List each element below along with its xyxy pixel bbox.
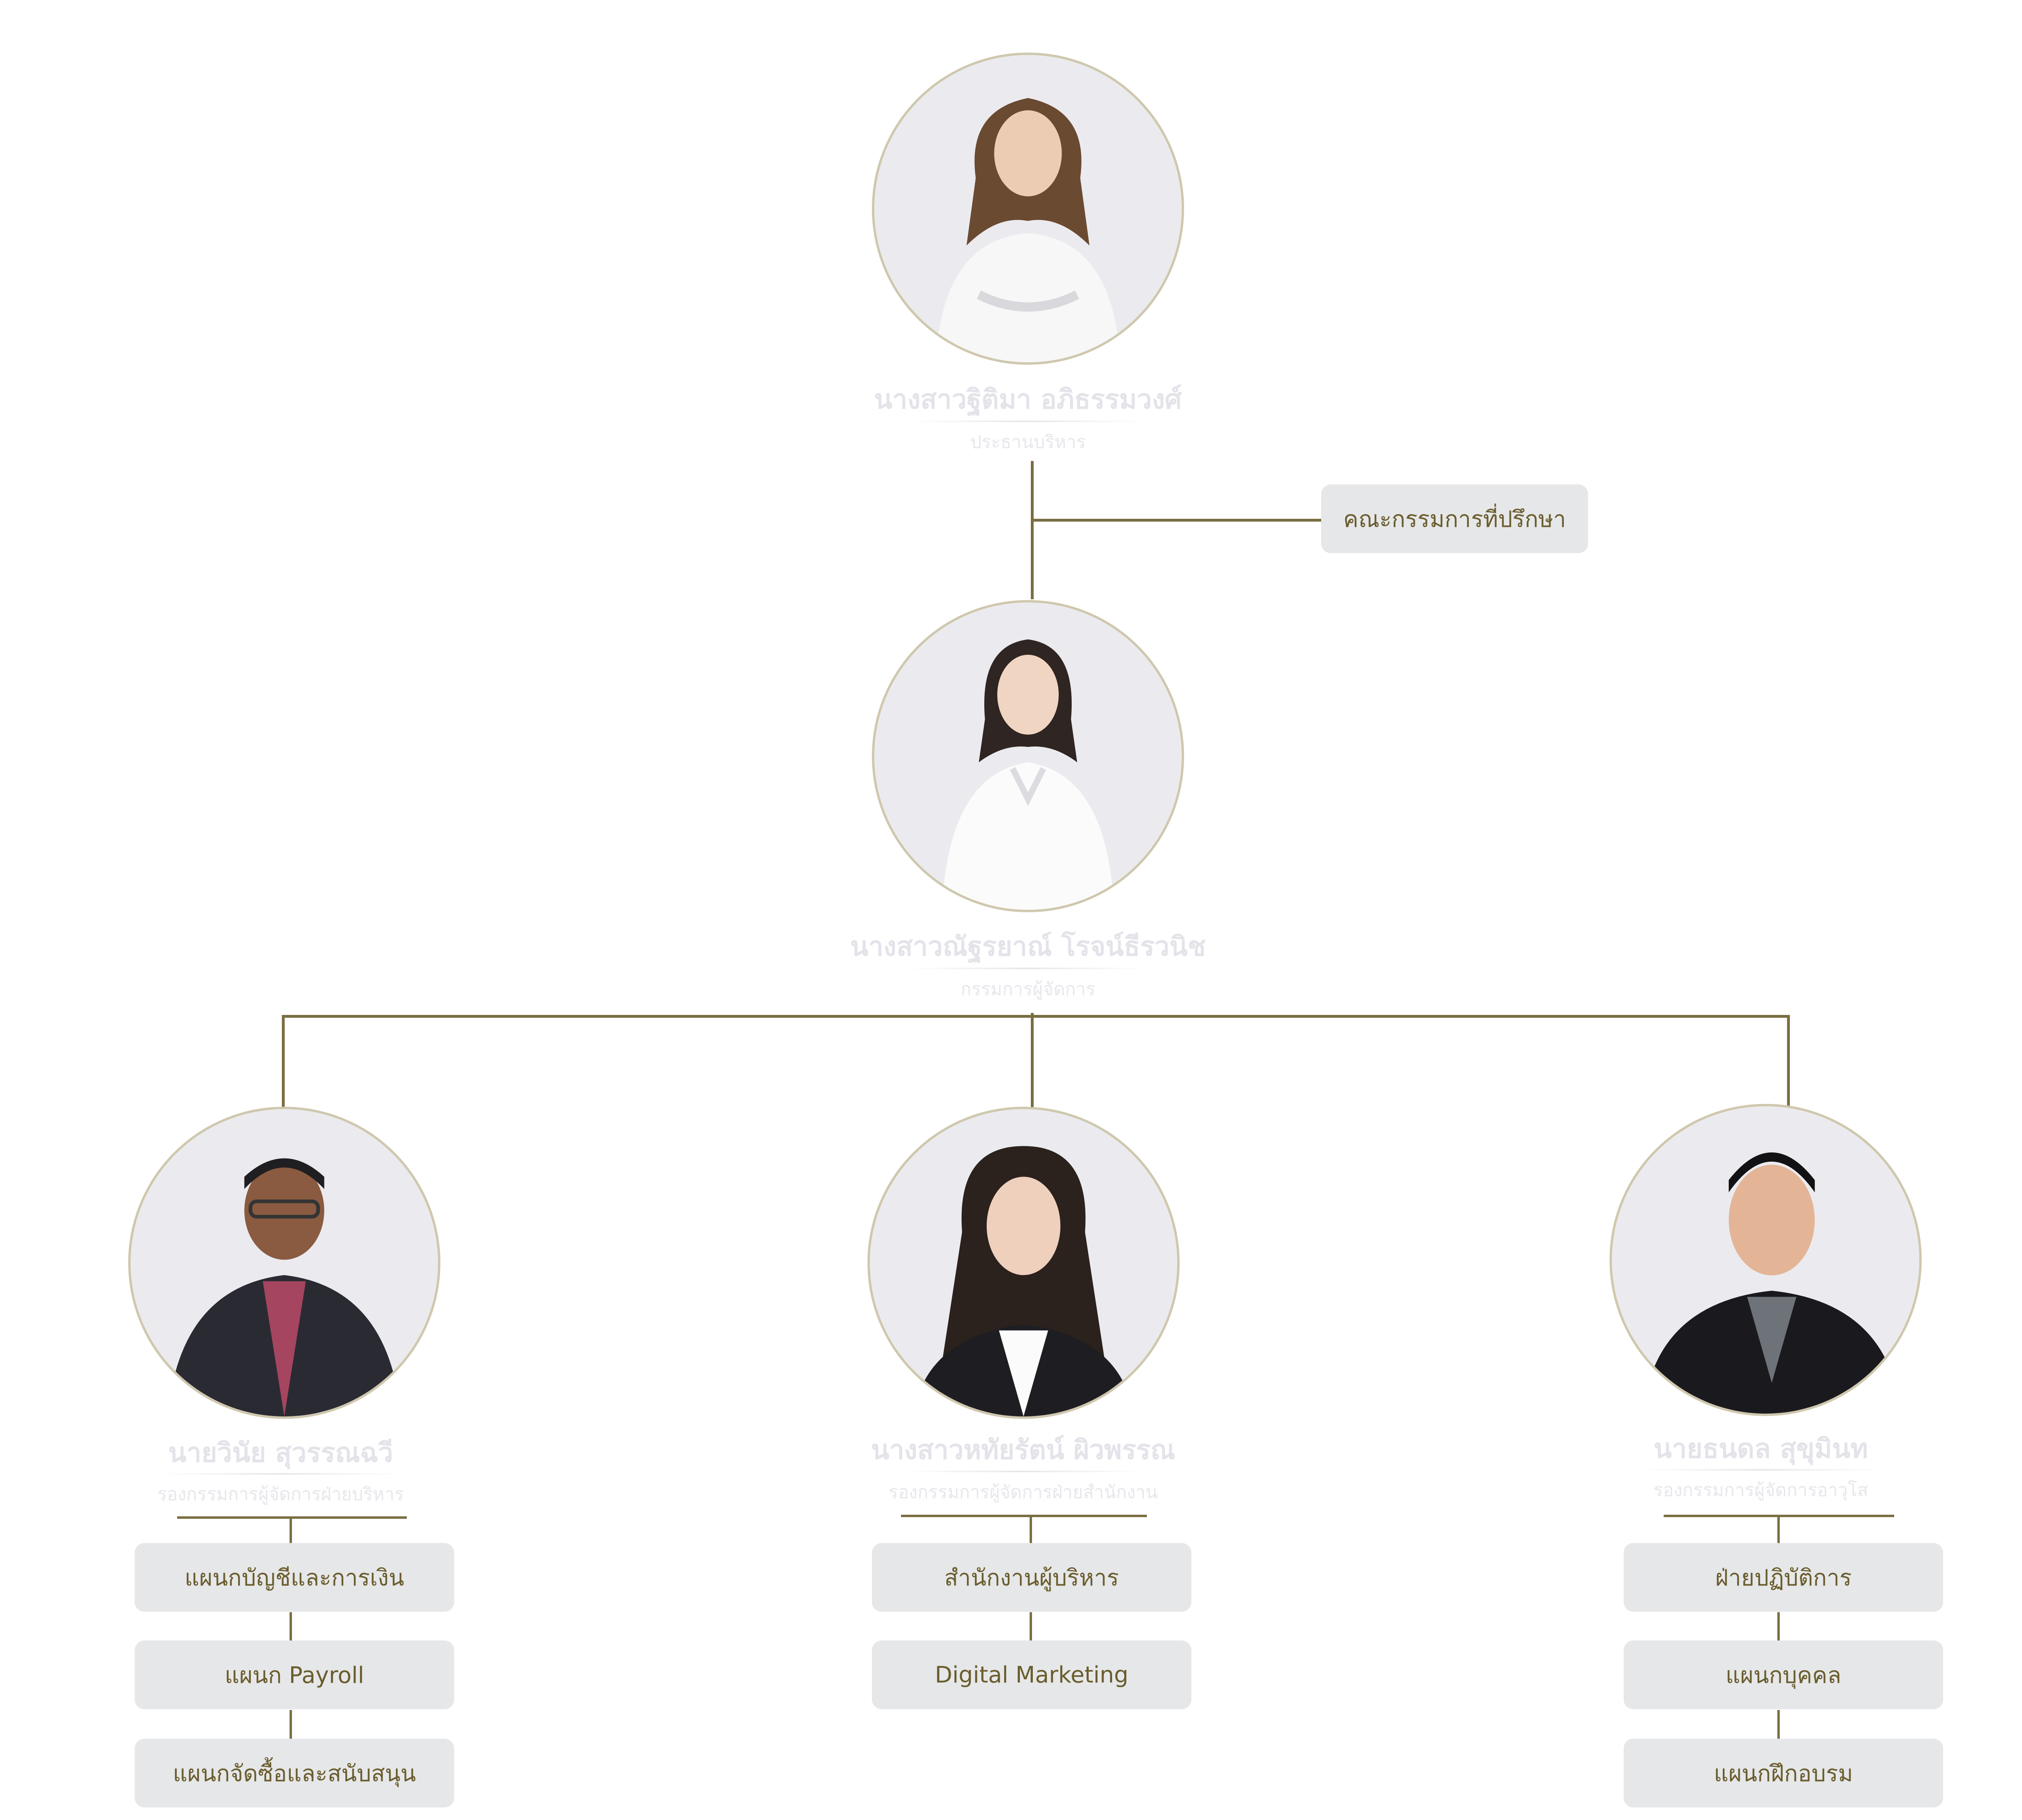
dept-operations: ฝ่ายปฏิบัติการ bbox=[1624, 1543, 1943, 1612]
dept-procurement-support: แผนกจัดซื้อและสนับสนุน bbox=[135, 1739, 454, 1807]
connector-left-3 bbox=[290, 1710, 292, 1739]
dept-digital-marketing: Digital Marketing bbox=[872, 1640, 1191, 1709]
deputy-admin-name: นายวินัย สุวรรณฉวี bbox=[168, 1437, 393, 1468]
person-portrait-icon bbox=[131, 1109, 438, 1416]
deputy-office-photo bbox=[867, 1107, 1180, 1419]
deputy-office-name: นางสาวหทัยรัตน์ ผิวพรรณ bbox=[871, 1434, 1176, 1465]
connector-center-bracket bbox=[901, 1515, 1147, 1517]
dept-training: แผนกฝึกอบรม bbox=[1624, 1739, 1943, 1807]
connector-left-2 bbox=[290, 1612, 292, 1640]
person-portrait-icon bbox=[874, 55, 1182, 362]
connector-right-3 bbox=[1777, 1710, 1780, 1739]
connector-chairman-to-md bbox=[1031, 461, 1034, 599]
dept-human-resources: แผนกบุคคล bbox=[1624, 1640, 1943, 1709]
deputy-admin-role: รองกรรมการผู้จัดการฝ่ายบริหาร bbox=[157, 1484, 404, 1505]
dept-payroll: แผนก Payroll bbox=[135, 1640, 454, 1709]
connector-center-1 bbox=[1030, 1515, 1032, 1543]
dept-executive-office: สำนักงานผู้บริหาร bbox=[872, 1543, 1191, 1612]
deputy-senior-name: นายธนดล สุขุมินท bbox=[1653, 1433, 1868, 1464]
chairman-role: ประธานบริหาร bbox=[970, 432, 1086, 452]
person-portrait-icon bbox=[1612, 1106, 1919, 1414]
managing-director-photo bbox=[872, 600, 1184, 912]
connector-to-deputy-left bbox=[282, 1015, 285, 1110]
connector-right-2 bbox=[1777, 1612, 1780, 1640]
deputy-senior-photo bbox=[1610, 1104, 1922, 1416]
managing-director-role: กรรมการผู้จัดการ bbox=[960, 979, 1096, 1000]
connector-left-bracket bbox=[177, 1516, 407, 1519]
chairman-name-underline bbox=[908, 421, 1146, 422]
connector-right-1 bbox=[1777, 1515, 1780, 1543]
deputy-office-role: รองกรรมการผู้จัดการฝ่ายสำนักงาน bbox=[888, 1482, 1158, 1503]
connector-horizontal-bus bbox=[282, 1015, 1790, 1018]
person-portrait-icon bbox=[870, 1109, 1177, 1416]
managing-director-name: นางสาวณัฐรยาณ์ โรจน์ธีรวนิช bbox=[850, 930, 1206, 962]
connector-to-advisory-board bbox=[1031, 519, 1321, 522]
connector-center-2 bbox=[1030, 1612, 1032, 1640]
advisory-board-box: คณะกรรมการที่ปรึกษา bbox=[1321, 484, 1588, 553]
deputy-admin-name-underline bbox=[159, 1473, 402, 1475]
deputy-senior-name-underline bbox=[1640, 1469, 1882, 1471]
chairman-photo bbox=[872, 53, 1184, 365]
managing-director-name-underline bbox=[906, 968, 1148, 969]
deputy-senior-role: รองกรรมการผู้จัดการอาวุโส bbox=[1653, 1480, 1868, 1501]
chairman-name: นางสาวฐิติมา อภิธรรมวงศ์ bbox=[874, 383, 1182, 415]
deputy-office-name-underline bbox=[901, 1471, 1144, 1472]
connector-to-deputy-right bbox=[1787, 1015, 1790, 1110]
dept-accounting-finance: แผนกบัญชีและการเงิน bbox=[135, 1543, 454, 1612]
person-portrait-icon bbox=[874, 602, 1182, 910]
deputy-admin-photo bbox=[128, 1107, 440, 1419]
connector-to-deputy-center bbox=[1031, 1015, 1034, 1110]
connector-left-1 bbox=[290, 1516, 292, 1543]
